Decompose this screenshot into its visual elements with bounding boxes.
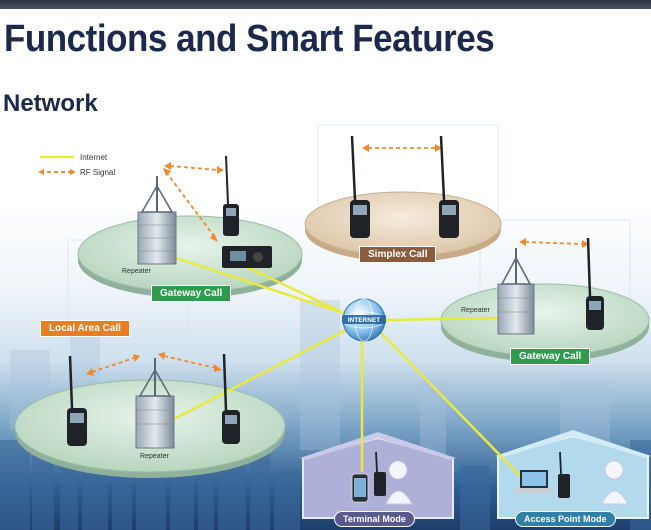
radio-handheld-icons — [67, 135, 604, 503]
gateway-call-label-right: Gateway Call — [510, 348, 591, 365]
radio-top-left-handheld-icon — [223, 155, 239, 236]
radio-access-point-icon — [558, 451, 570, 498]
radio-simplex-right-icon — [439, 135, 459, 238]
person-icons — [385, 460, 629, 505]
rf-signal-arrows — [91, 147, 584, 373]
repeater-building-right — [497, 248, 535, 335]
repeater-label-bottom: Repeater — [140, 453, 169, 460]
repeater-label-top: Repeater — [122, 268, 151, 275]
page-title: Functions and Smart Features — [4, 18, 495, 60]
header — [0, 0, 651, 70]
simplex-call-label: Simplex Call — [359, 246, 437, 263]
local-area-call-label: Local Area Call — [40, 320, 130, 337]
repeater-label-right: Repeater — [461, 307, 490, 314]
repeater-building-bottom-left — [135, 358, 175, 449]
radio-right-icon — [586, 237, 604, 330]
person-terminal-icon — [385, 460, 413, 505]
top-strip — [0, 0, 651, 9]
section-title: Network — [3, 90, 98, 117]
person-access-point-icon — [601, 460, 629, 505]
radio-mobile-transceiver-icon — [222, 246, 272, 268]
legend-internet-label: Internet — [80, 153, 108, 162]
internet-lines — [169, 254, 531, 487]
internet-globe-icon: INTERNET — [342, 298, 386, 342]
radio-simplex-left-icon — [350, 135, 370, 238]
radio-bottom-left-b-icon — [222, 353, 240, 444]
access-point-mode-label: Access Point Mode — [515, 511, 616, 527]
laptop-icon — [515, 470, 553, 493]
radio-bottom-left-a-icon — [67, 355, 87, 446]
disc-right — [440, 283, 650, 357]
terminal-mode-label: Terminal Mode — [334, 511, 415, 527]
repeater-building-top-left — [137, 176, 177, 265]
gateway-call-label-left: Gateway Call — [151, 285, 232, 302]
smartphone-icon — [351, 473, 369, 503]
legend-rf-signal-label: RF Signal — [80, 168, 116, 177]
rf-arrowheads — [86, 144, 589, 376]
internet-globe-label: INTERNET — [348, 317, 381, 324]
radio-terminal-icon — [374, 451, 386, 496]
